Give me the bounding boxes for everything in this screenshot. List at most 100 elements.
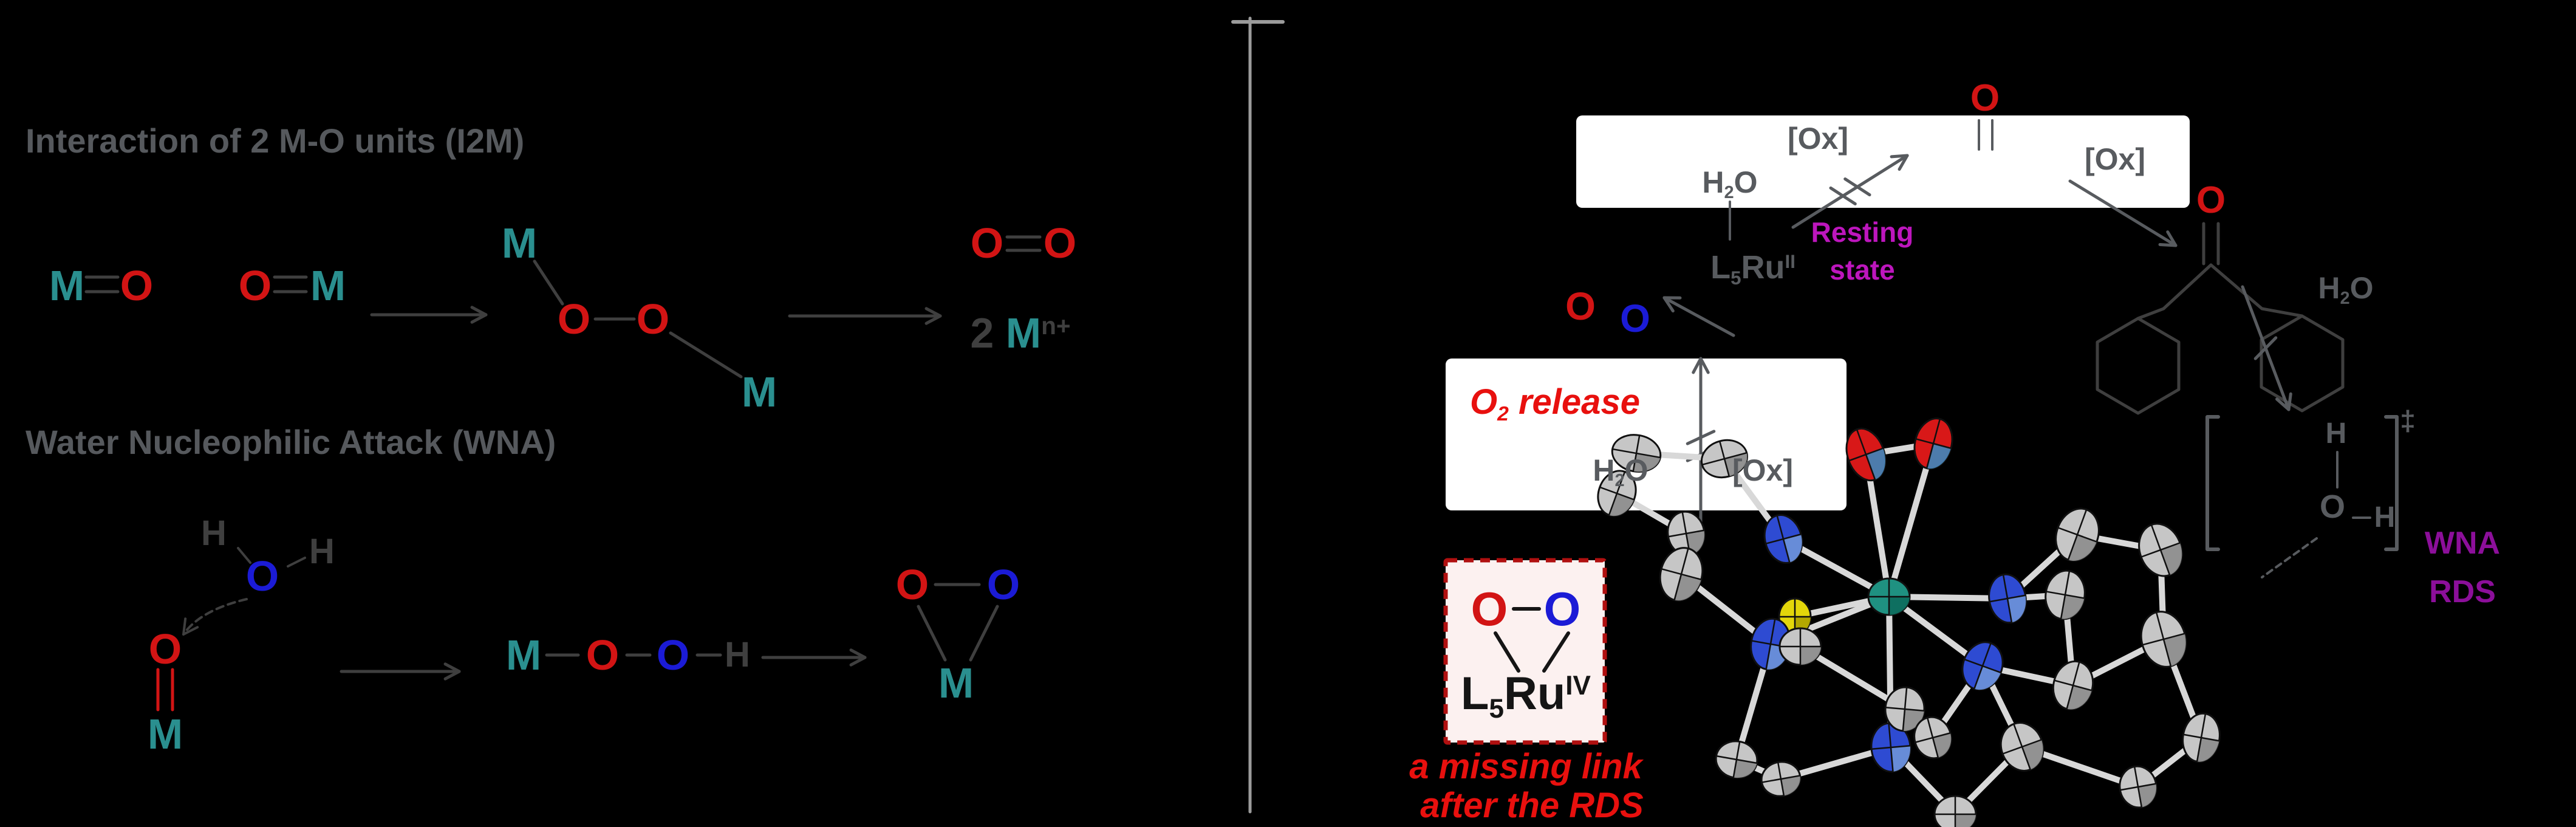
- o2-release-part: release: [1508, 382, 1640, 422]
- h2o-label-part: O: [1624, 453, 1648, 487]
- ts-o: O: [2319, 489, 2346, 525]
- missing-link-2: after the RDS: [1420, 786, 1644, 825]
- atom-o: O: [1043, 219, 1077, 267]
- ortep-atom-C: [1659, 547, 1704, 602]
- box-lru-part: IV: [1565, 670, 1591, 701]
- bond-line: [237, 547, 251, 564]
- bond-line: [1494, 631, 1520, 673]
- o2-release-part: O: [1470, 382, 1498, 422]
- bond-line: [669, 331, 743, 379]
- ortep-atom-Ru: [1867, 577, 1911, 616]
- ru2-label: L5RuII: [1710, 249, 1795, 287]
- atom-m: M: [310, 262, 346, 309]
- atom-m: M: [741, 368, 777, 416]
- ortep-atom-C: [2055, 507, 2100, 562]
- release-o: O: [1620, 297, 1650, 340]
- atom-h: H: [201, 513, 227, 553]
- product-metal: 2 Mn+: [970, 312, 1070, 354]
- atom-h: H: [725, 635, 750, 674]
- ortep-atom-C: [1760, 761, 1802, 797]
- arrowhead: [182, 617, 187, 636]
- ox-label: [Ox]: [1788, 122, 1848, 156]
- ortep-atom-C: [1913, 716, 1952, 760]
- arrowhead: [1898, 154, 1909, 171]
- ortep-atom-C: [1884, 686, 1925, 732]
- product-metal-part: M: [1005, 309, 1042, 357]
- ru2-label-part: L: [1710, 249, 1731, 286]
- bond-line: [2260, 307, 2304, 318]
- arrowhead: [2158, 242, 2178, 247]
- bond-line: [969, 605, 999, 662]
- ts-h: H: [2374, 501, 2396, 534]
- white-label-patch: [1446, 359, 1847, 510]
- oxo-o: O: [1970, 77, 2000, 119]
- bond-line: [287, 557, 306, 568]
- ortep-atom-N: [1870, 722, 1912, 773]
- arrowhead: [1692, 357, 1703, 374]
- wna-title: Water Nucleophilic Attack (WNA): [26, 423, 556, 461]
- ortep-atom-O: [1913, 417, 1953, 470]
- drawing-path: [2096, 317, 2181, 415]
- ortep-structure: [1597, 417, 2221, 827]
- reaction-arrow: [2068, 179, 2178, 247]
- atom-o: O: [557, 295, 591, 343]
- h2o-label: H2O: [2318, 273, 2373, 307]
- h2o-label-part: 2: [1614, 471, 1625, 491]
- blocked-slash: [1686, 430, 1716, 445]
- drawing-path: [2205, 415, 2220, 551]
- h2o-label-part: H: [1593, 453, 1615, 487]
- ortep-atom-C: [2052, 660, 2094, 711]
- blocked-slash: [1829, 186, 1857, 205]
- box-lru: L5RuIV: [1461, 668, 1591, 722]
- resting-state-1: Resting: [1811, 216, 1914, 248]
- white-label-patch: [1576, 115, 2190, 208]
- ortep-atom-C: [1778, 627, 1822, 666]
- atom-o: O: [586, 631, 620, 679]
- arrowhead: [182, 626, 199, 636]
- arrowhead: [470, 306, 488, 317]
- ortep-atom-C: [1700, 439, 1749, 479]
- drawing-path: [2384, 415, 2399, 551]
- release-o: O: [1565, 284, 1596, 328]
- atom-o: O: [120, 262, 154, 309]
- h2o-label-part: H: [1702, 165, 1724, 199]
- arrowhead: [924, 307, 942, 318]
- ortep-atom-C: [1933, 795, 1977, 827]
- h2o-label-part: 2: [1724, 183, 1734, 203]
- oxo-o: O: [2196, 179, 2226, 221]
- arrowhead: [443, 670, 461, 681]
- product-metal-part: 2: [970, 309, 1006, 357]
- missing-link-1: a missing link: [1409, 747, 1642, 786]
- bond-line: [2162, 263, 2213, 311]
- box-o: O: [1543, 582, 1581, 636]
- drawing-path: [182, 598, 248, 636]
- ortep-atom-N: [1988, 573, 2027, 624]
- arrowhead: [849, 656, 867, 667]
- resting-state-2: state: [1830, 254, 1895, 286]
- bond-line: [1542, 631, 1570, 673]
- double-dagger: ‡: [2400, 405, 2416, 436]
- ortep-atom-C: [2138, 523, 2183, 577]
- atom-m: M: [501, 219, 538, 267]
- h2o-label-part: 2: [2340, 289, 2350, 309]
- o2-release-part: 2: [1497, 402, 1509, 425]
- atom-m: M: [505, 631, 542, 679]
- arrowhead: [443, 662, 461, 673]
- arrowhead: [470, 313, 488, 324]
- arrowhead: [1890, 154, 1909, 159]
- ortep-atom-C: [2182, 712, 2221, 763]
- peroxide-inset-box: [1443, 558, 1607, 745]
- atom-o: O: [245, 552, 279, 600]
- patch-layer: [1443, 115, 2190, 745]
- blocked-arrow: [1791, 154, 1909, 229]
- ortep-atom-C: [2140, 611, 2187, 668]
- ortep-atom-C: [2045, 569, 2086, 620]
- product-metal-part: n+: [1041, 311, 1071, 340]
- ortep-atom-O: [1845, 427, 1887, 482]
- atom-o: O: [636, 295, 670, 343]
- atom-o: O: [895, 561, 929, 608]
- atom-m: M: [49, 262, 85, 309]
- ortep-atom-C: [2119, 765, 2157, 809]
- box-lru-part: L: [1461, 668, 1489, 719]
- arrowhead: [2275, 397, 2291, 411]
